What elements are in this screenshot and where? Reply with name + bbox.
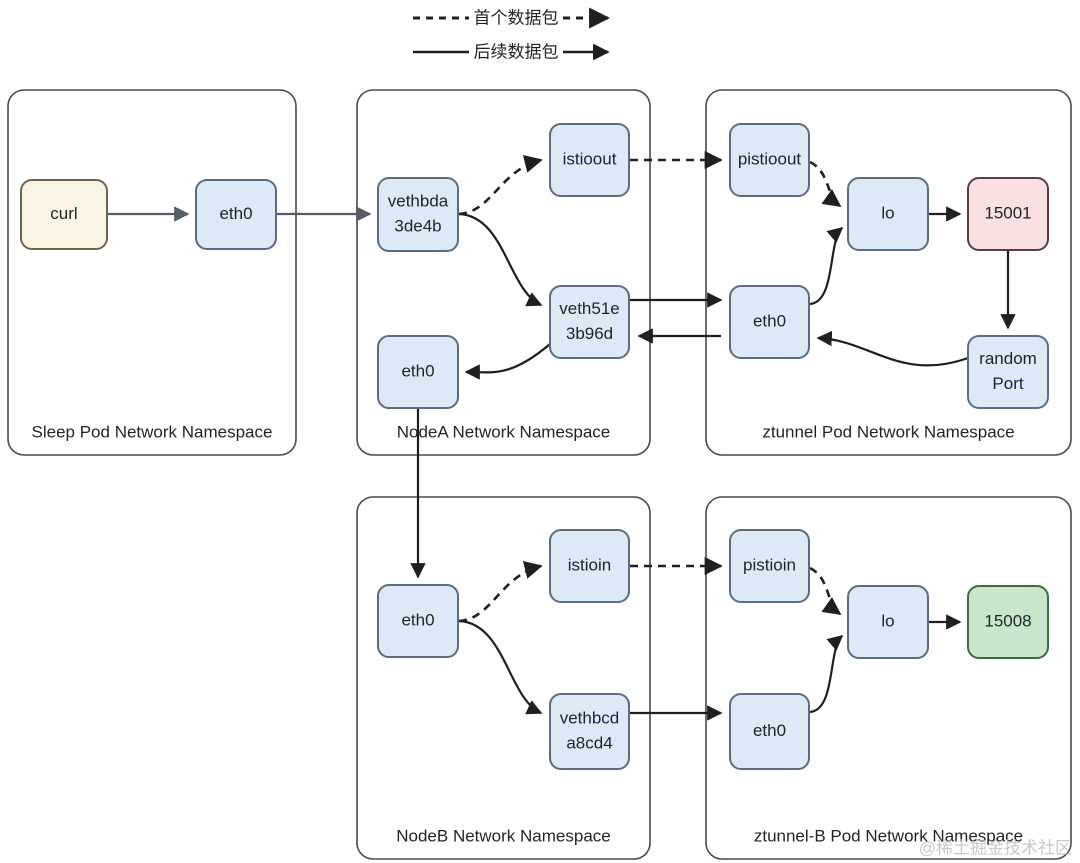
node-label-vethbcda8cd4-line1: vethbcd [560,708,620,727]
edge-nodeb-eth0-to-vethbcd [458,619,543,715]
node-label-vethbda3de4b-line1: vethbda [388,191,449,210]
node-box-port-15001[interactable] [967,177,1049,251]
node-vethbcda8cd4[interactable]: vethbcd a8cd4 [549,693,630,770]
node-label-port-15008: 15008 [984,611,1031,630]
node-box-random-port[interactable] [967,335,1049,409]
node-box-nodea-eth0[interactable] [377,335,459,409]
edge-ztunnel-eth0-to-lo [809,226,844,306]
edge-veth51e-to-nodea-eth0 [464,343,551,380]
node-label-ztunnel-lo: lo [881,203,894,222]
node-label-veth51e3b96d-line1: veth51e [559,299,620,318]
node-nodeb-eth0[interactable]: eth0 [377,584,459,658]
namespace-container-sleep-pod [7,89,297,456]
node-label-ztunnelb-eth0: eth0 [753,721,786,740]
legend-label-first-packet: 首个数据包 [474,8,559,27]
node-label-curl: curl [50,204,77,223]
node-label-ztunnel-eth0: eth0 [753,311,786,330]
node-label-ztunnelb-lo: lo [881,611,894,630]
edge-random-port-to-ztunnel-eth0 [816,330,969,367]
edge-ztunnelb-eth0-to-lo [809,634,844,714]
node-ztunnel-eth0[interactable]: eth0 [729,285,810,359]
node-ztunnelb-eth0[interactable]: eth0 [729,693,810,770]
namespace-label-nodea: NodeA Network Namespace [397,422,611,441]
node-label-vethbcda8cd4-line2: a8cd4 [566,733,612,752]
namespace-label-sleep-pod: Sleep Pod Network Namespace [32,422,273,441]
namespace-label-ztunnel-pod: ztunnel Pod Network Namespace [762,422,1014,441]
edge-vethbda-to-istioout [458,155,543,216]
node-box-ztunnelb-lo[interactable] [847,585,929,659]
node-box-ztunnelb-eth0[interactable] [729,693,810,770]
node-label-random-port-line1: random [979,349,1037,368]
node-box-vethbcda8cd4[interactable] [549,693,630,770]
node-sleep-eth0[interactable]: eth0 [195,179,277,250]
node-label-random-port-line2: Port [992,374,1023,393]
node-box-port-15008[interactable] [967,585,1049,659]
node-box-pistioin[interactable] [729,529,810,603]
node-box-curl[interactable] [20,179,108,250]
node-label-vethbda3de4b-line2: 3de4b [394,216,441,235]
node-vethbda3de4b[interactable]: vethbda 3de4b [377,177,459,252]
node-pistioin[interactable]: pistioin [729,529,810,603]
node-label-port-15001: 15001 [984,203,1031,222]
node-label-nodea-eth0: eth0 [401,361,434,380]
namespace-label-ztunnel-b-pod: ztunnel-B Pod Network Namespace [754,826,1023,845]
node-box-istioout[interactable] [549,123,630,197]
node-box-nodeb-eth0[interactable] [377,584,459,658]
node-label-pistioin: pistioin [743,555,796,574]
node-label-istioin: istioin [568,555,611,574]
edge-vethbda-to-veth51e [458,212,543,307]
node-port-15008[interactable]: 15008 [967,585,1049,659]
node-istioout[interactable]: istioout [549,123,630,197]
node-veth51e3b96d[interactable]: veth51e 3b96d [549,285,630,359]
edge-pistioin-to-lo [809,566,842,616]
edge-pistioout-to-lo [809,160,842,208]
node-nodea-eth0[interactable]: eth0 [377,335,459,409]
node-label-nodeb-eth0: eth0 [401,610,434,629]
node-ztunnelb-lo[interactable]: lo [847,585,929,659]
node-curl[interactable]: curl [20,179,108,250]
node-box-veth51e3b96d[interactable] [549,285,630,359]
node-box-vethbda3de4b[interactable] [377,177,459,252]
namespace-label-nodeb: NodeB Network Namespace [396,826,610,845]
node-label-istioout: istioout [563,149,617,168]
nodes: curl eth0 vethbda 3de4b istioout veth51e 3b96d… [20,123,1049,770]
node-label-pistioout: pistioout [738,149,802,168]
node-label-sleep-eth0: eth0 [219,204,252,223]
edges [107,150,1016,721]
node-box-ztunnel-eth0[interactable] [729,285,810,359]
node-box-sleep-eth0[interactable] [195,179,277,250]
node-pistioout[interactable]: pistioout [729,123,810,197]
node-box-istioin[interactable] [549,529,630,603]
node-label-veth51e3b96d-line2: 3b96d [566,324,613,343]
node-box-pistioout[interactable] [729,123,810,197]
watermark: @稀土掘金技术社区 [919,838,1072,857]
edge-nodeb-eth0-to-istioin [458,561,543,623]
node-ztunnel-lo[interactable]: lo [847,177,929,251]
node-istioin[interactable]: istioin [549,529,630,603]
node-box-ztunnel-lo[interactable] [847,177,929,251]
node-port-15001[interactable]: 15001 [967,177,1049,251]
legend-label-subsequent-packets: 后续数据包 [474,42,559,61]
